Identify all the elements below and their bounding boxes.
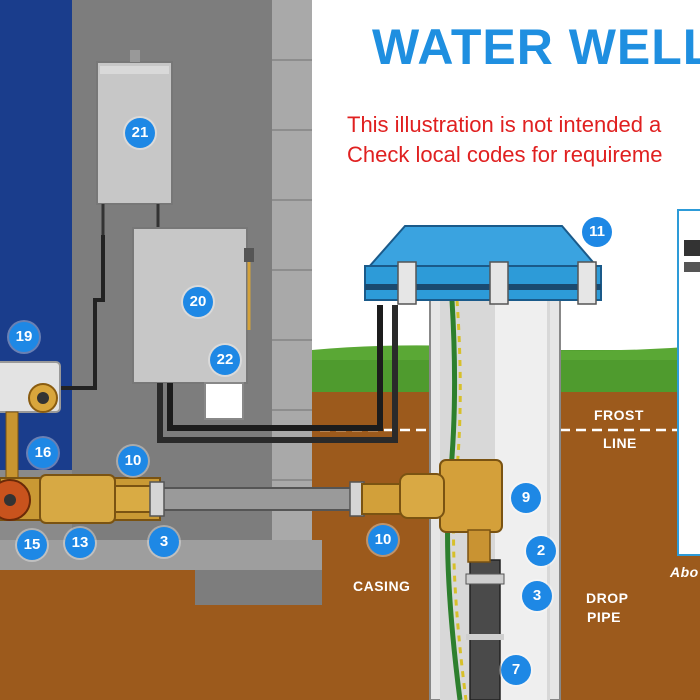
label-drop: DROP — [586, 590, 629, 606]
well-casing — [399, 289, 561, 700]
callout-badge: 19 — [9, 322, 39, 352]
callout-badge: 7 — [501, 655, 531, 685]
label-casing: CASING — [353, 578, 411, 594]
pressure-switch-19 — [0, 361, 61, 413]
label-frost-line: LINE — [603, 435, 637, 451]
callout-badge: 13 — [65, 528, 95, 558]
disclaimer-line-1: This illustration is not intended a — [347, 112, 662, 137]
diagram-title: WATER WELL — [372, 19, 700, 75]
disclaimer-line-2: Check local codes for requireme — [347, 142, 663, 167]
callout-badge: 15 — [17, 530, 47, 560]
foundation-wall — [272, 0, 312, 570]
callout-badge: 2 — [526, 536, 556, 566]
supply-line — [0, 474, 408, 524]
label-cutoff: Abo — [670, 564, 699, 580]
callout-badge: 3 — [149, 527, 179, 557]
side-panel — [677, 209, 700, 556]
label-frost: FROST — [594, 407, 644, 423]
callout-badge: 10 — [368, 525, 398, 555]
callout-badge: 11 — [582, 217, 612, 247]
label-pipe: PIPE — [587, 609, 621, 625]
callout-badge: 3 — [522, 581, 552, 611]
callout-badge: 16 — [28, 438, 58, 468]
callout-badge: 20 — [183, 287, 213, 317]
callout-badge: 21 — [125, 118, 155, 148]
callout-badge: 9 — [511, 483, 541, 513]
valve-handle — [0, 479, 31, 521]
callout-badge: 22 — [210, 345, 240, 375]
callout-badge: 10 — [118, 446, 148, 476]
well-cap-11 — [364, 225, 602, 305]
